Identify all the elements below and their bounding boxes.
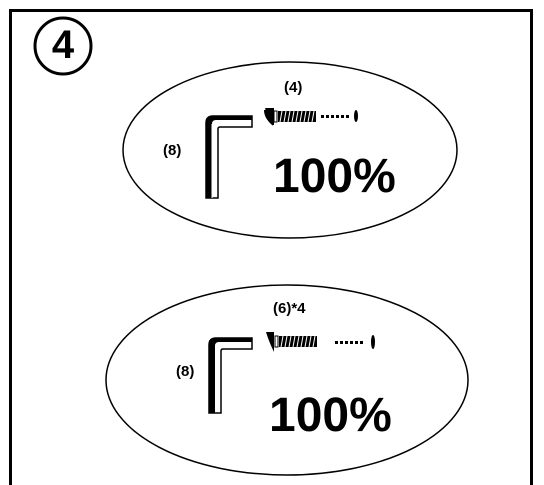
tightening-percentage: 100% — [273, 150, 396, 203]
tightening-percentage: 100% — [269, 389, 392, 442]
screw-icon — [266, 332, 375, 352]
screw-quantity-label: (6)*4 — [273, 300, 306, 317]
screw-icon — [264, 108, 358, 126]
step-number: 4 — [51, 23, 75, 67]
outer-border — [9, 9, 533, 485]
hex-key-label: (8) — [176, 363, 195, 380]
hex-key-icon — [205, 115, 253, 199]
step-number-circle — [33, 16, 93, 76]
panel-2-ellipse — [105, 284, 469, 476]
hex-key-label: (8) — [163, 142, 182, 159]
panel-1-ellipse — [122, 61, 458, 239]
screw-quantity-label: (4) — [284, 79, 303, 96]
hex-key-icon — [208, 337, 253, 414]
